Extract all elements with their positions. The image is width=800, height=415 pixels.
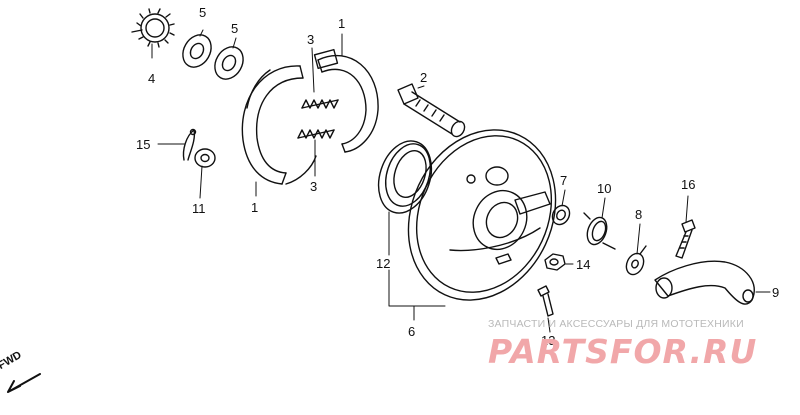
label-part-5-b: 5 <box>231 21 238 36</box>
label-part-5-a: 5 <box>199 5 206 20</box>
washer-part-11 <box>194 148 216 168</box>
label-part-10: 10 <box>597 181 611 196</box>
label-part-1-upper: 1 <box>338 16 345 31</box>
spring-part-3-upper <box>301 99 339 109</box>
label-part-1-lower: 1 <box>251 200 258 215</box>
brake-panel-part-6 <box>407 129 557 301</box>
label-part-15: 15 <box>136 137 150 152</box>
return-spring-part-10 <box>583 212 616 250</box>
gear-part-4 <box>131 8 175 48</box>
washer-part-5-a <box>182 34 212 68</box>
brake-arm-part-9 <box>654 260 755 305</box>
label-part-12: 12 <box>376 256 390 271</box>
part-labels: 4 5 5 3 1 2 3 1 11 15 12 6 7 10 8 16 9 1… <box>136 5 779 348</box>
fwd-arrow-icon <box>7 373 41 393</box>
label-part-4: 4 <box>148 71 155 86</box>
label-part-2: 2 <box>420 70 427 85</box>
watermark-caption: ЗАПЧАСТИ И АКСЕССУАРЫ ДЛЯ МОТОТЕХНИКИ <box>488 318 744 330</box>
label-part-3-lower: 3 <box>310 179 317 194</box>
washer-part-7 <box>551 204 571 226</box>
brake-shoe-part-1-front <box>241 65 317 185</box>
label-part-3-upper: 3 <box>307 32 314 47</box>
brake-shoe-part-1-rear <box>313 48 379 153</box>
label-part-9: 9 <box>772 285 779 300</box>
brake-cam-part-2 <box>397 83 466 138</box>
label-part-16: 16 <box>681 177 695 192</box>
bolt-part-16 <box>675 219 696 259</box>
bolt-part-13 <box>537 285 554 317</box>
label-part-6: 6 <box>408 324 415 339</box>
leader-lines <box>151 29 771 333</box>
spring-part-3-lower <box>297 129 335 139</box>
indicator-plate-part-8 <box>625 245 647 276</box>
washer-part-5-b <box>214 46 244 80</box>
label-part-14: 14 <box>576 257 590 272</box>
cotter-pin-part-15 <box>182 128 197 161</box>
label-part-13: 13 <box>541 333 555 348</box>
label-part-8: 8 <box>635 207 642 222</box>
label-part-7: 7 <box>560 173 567 188</box>
watermark-brand: PARTSFOR.RU <box>488 332 758 371</box>
label-part-11: 11 <box>192 201 206 216</box>
seal-part-12 <box>377 140 433 214</box>
nut-part-14 <box>544 253 566 271</box>
